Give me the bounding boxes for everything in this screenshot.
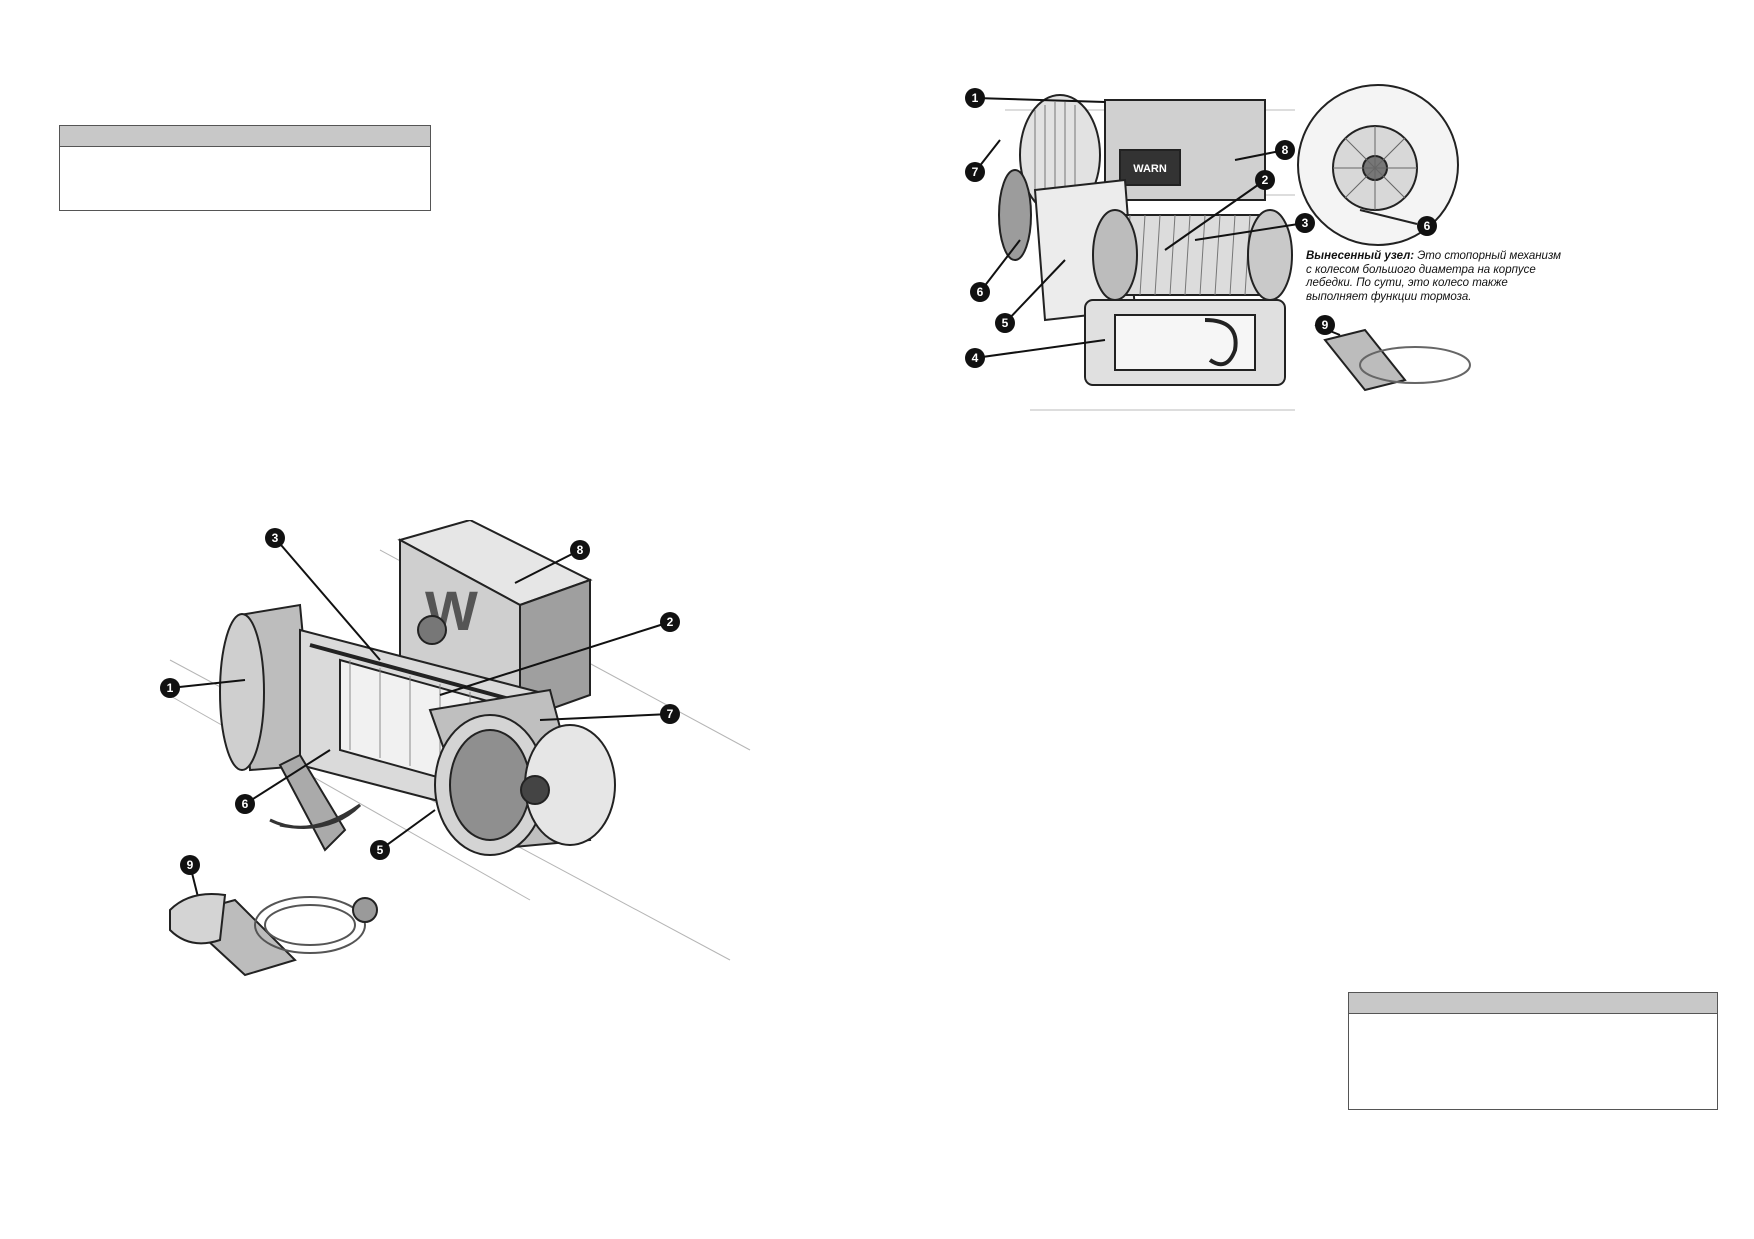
svg-text:3: 3 (272, 531, 279, 545)
svg-text:1: 1 (972, 91, 979, 105)
right-label-1: 1 (965, 88, 985, 108)
svg-text:5: 5 (377, 843, 384, 857)
left-label-8: 8 (570, 540, 590, 560)
left-label-6: 6 (235, 794, 255, 814)
detail-caption-title: Вынесенный узел: (1306, 250, 1415, 262)
right-label-9: 9 (1315, 315, 1335, 335)
svg-text:4: 4 (972, 351, 979, 365)
control-box: W (397, 520, 593, 722)
right-label-4: 4 (965, 348, 985, 368)
right-label-5: 5 (995, 313, 1015, 333)
right-remote-control (1323, 328, 1471, 392)
svg-text:2: 2 (1262, 173, 1269, 187)
left-label-2: 2 (660, 612, 680, 632)
right-label-6: 6 (970, 282, 990, 302)
detail-caption: Вынесенный узел: Это стопорный механизм … (1306, 250, 1566, 304)
right-label-8: 8 (1275, 140, 1295, 160)
svg-text:2: 2 (667, 615, 674, 629)
left-winch-diagram: W (159, 520, 751, 977)
right-label-3: 3 (1295, 213, 1315, 233)
svg-text:1: 1 (167, 681, 174, 695)
svg-text:7: 7 (667, 707, 674, 721)
rope-loop (269, 803, 362, 829)
right-winch-diagram: WARN (965, 84, 1471, 411)
bottom-right-box (1348, 992, 1718, 1110)
right-label-2: 2 (1255, 170, 1275, 190)
svg-text:8: 8 (1282, 143, 1289, 157)
svg-text:7: 7 (972, 165, 979, 179)
left-label-5: 5 (370, 840, 390, 860)
detail-inset (1297, 84, 1459, 246)
left-label-3: 3 (265, 528, 285, 548)
top-left-box (59, 125, 431, 211)
svg-text:5: 5 (1002, 316, 1009, 330)
detail-caption-text: Это стопорный механизм с колесом большог… (1306, 250, 1562, 303)
remote-control (169, 893, 378, 977)
right-label-7: 7 (965, 162, 985, 182)
svg-text:9: 9 (1322, 318, 1329, 332)
svg-text:6: 6 (977, 285, 984, 299)
left-label-9: 9 (180, 855, 200, 875)
right-fairlead (1084, 299, 1286, 386)
left-label-1: 1 (160, 678, 180, 698)
top-left-box-header (60, 126, 430, 147)
inset-label-6: 6 (1417, 216, 1437, 236)
right-drum (1092, 209, 1293, 301)
left-label-7: 7 (660, 704, 680, 724)
svg-text:6: 6 (242, 797, 249, 811)
gear-housing (428, 688, 616, 856)
svg-text:9: 9 (187, 858, 194, 872)
svg-text:3: 3 (1302, 216, 1309, 230)
brand-plate: WARN (1133, 163, 1167, 175)
svg-text:6: 6 (1424, 219, 1431, 233)
right-motor: WARN (1019, 94, 1266, 216)
svg-text:8: 8 (577, 543, 584, 557)
bottom-right-box-header (1349, 993, 1717, 1014)
